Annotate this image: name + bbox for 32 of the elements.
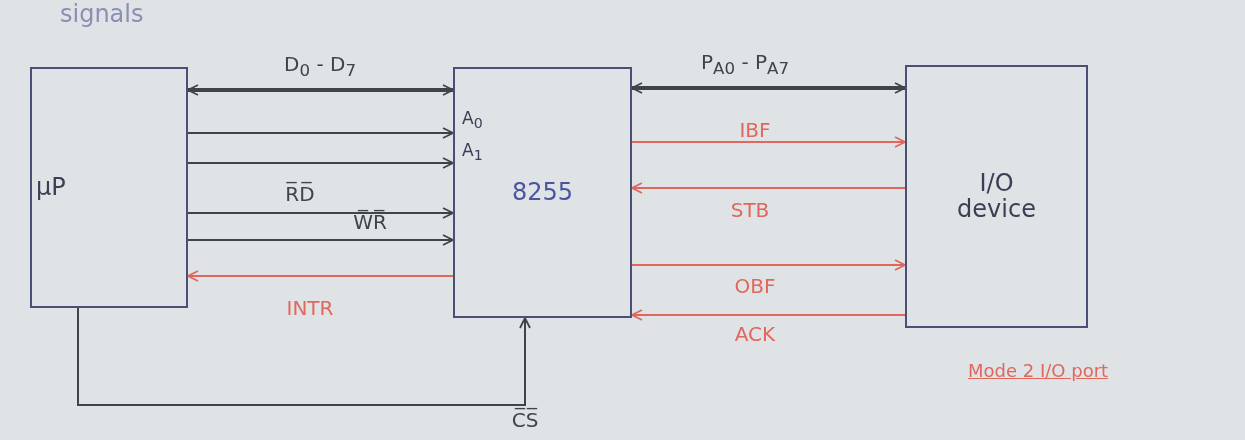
arrow bbox=[631, 82, 906, 94]
arrow bbox=[187, 207, 454, 219]
arrow bbox=[631, 182, 906, 194]
arrow bbox=[187, 127, 454, 139]
edge-label: C̅S̅ bbox=[511, 408, 539, 432]
heading-fragment: signals bbox=[60, 0, 144, 28]
edge-label: STB bbox=[730, 198, 770, 222]
edge-label: D$_{0}$ - D$_{7}$ bbox=[284, 52, 356, 80]
edge-label: ACK bbox=[734, 322, 776, 346]
node-label: µP bbox=[36, 174, 66, 201]
arrow bbox=[187, 270, 454, 282]
process-box bbox=[905, 65, 1088, 328]
edge-label: R̅D̅ bbox=[285, 182, 315, 206]
pin-label: A$_{1}$ bbox=[462, 140, 483, 164]
arrow bbox=[631, 136, 906, 148]
arrow bbox=[631, 259, 906, 271]
arrow bbox=[77, 307, 531, 406]
edge-label: W̅R̅ bbox=[353, 210, 387, 234]
node-label: I/O device bbox=[956, 171, 1037, 222]
process-box bbox=[453, 67, 632, 318]
edge-label: INTR bbox=[286, 296, 334, 320]
arrow bbox=[187, 234, 454, 246]
node-label: 8255 bbox=[511, 179, 574, 206]
arrow bbox=[187, 84, 454, 96]
edge-label: OBF bbox=[734, 274, 776, 298]
process-box bbox=[30, 67, 188, 308]
pin-label: A$_{0}$ bbox=[462, 108, 483, 132]
edge-label: IBF bbox=[739, 118, 771, 142]
arrow bbox=[187, 157, 454, 169]
note-text: Mode 2 I/O port bbox=[968, 360, 1109, 381]
edge-label: P$_{A0}$ - P$_{A7}$ bbox=[700, 50, 790, 78]
arrow bbox=[631, 309, 906, 321]
